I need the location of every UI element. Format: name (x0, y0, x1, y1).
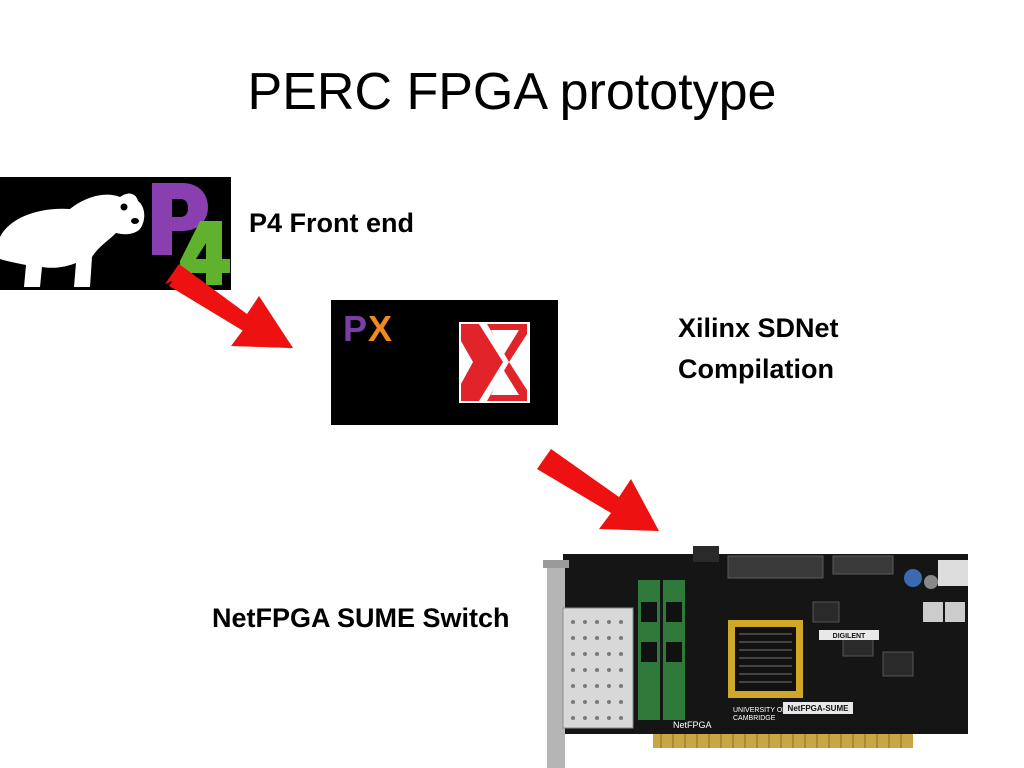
bear-nose-icon (131, 218, 139, 224)
board-sume-label: NetFPGA-SUME (788, 704, 850, 713)
px-logo: PX (343, 308, 393, 350)
top-connector-3 (832, 555, 894, 575)
pcie-connector (653, 734, 913, 748)
xilinx-sdnet-label-line2: Compilation (678, 353, 834, 384)
bear-silhouette-icon (0, 193, 145, 287)
p4-logo (0, 177, 231, 290)
top-connector-1 (693, 546, 719, 562)
board-digilent-label: DIGILENT (833, 633, 866, 640)
px-logo-x: X (368, 308, 394, 349)
sfp-cage (562, 607, 634, 729)
top-connector-2 (727, 555, 824, 579)
bear-eye-icon (120, 203, 128, 211)
p4-letters-icon (152, 183, 230, 285)
board-cambridge-label-1: UNIVERSITY OF (733, 707, 787, 714)
sfp-holes (571, 620, 623, 720)
netfpga-sume-label: NetFPGA SUME Switch (212, 603, 510, 633)
netfpga-board-svg: DIGILENT NetFPGA UNIVERSITY OF CAMBRIDGE… (543, 546, 968, 768)
netfpga-sume-board-image: DIGILENT NetFPGA UNIVERSITY OF CAMBRIDGE… (543, 542, 973, 768)
arrow-right-down-icon (165, 264, 293, 348)
px-sdnet-logo-box: PX (331, 300, 558, 425)
xilinx-sdnet-label: Xilinx SDNet Compilation (678, 308, 839, 389)
pcie-pins (660, 734, 902, 748)
xilinx-x-icon (461, 324, 527, 401)
xilinx-logo (459, 322, 530, 403)
arrow-right-down-icon-2 (537, 449, 659, 531)
slide-title: PERC FPGA prototype (247, 63, 777, 121)
power-connector (938, 560, 968, 586)
pci-bracket (547, 562, 565, 768)
board-cambridge-label-2: CAMBRIDGE (733, 715, 776, 722)
board-netfpga-label: NetFPGA (673, 720, 712, 730)
xilinx-sdnet-label-line1: Xilinx SDNet (678, 313, 839, 343)
px-logo-p: P (343, 308, 369, 349)
p4-bear-logo-svg (0, 183, 230, 287)
p4-front-end-label: P4 Front end (249, 208, 415, 238)
